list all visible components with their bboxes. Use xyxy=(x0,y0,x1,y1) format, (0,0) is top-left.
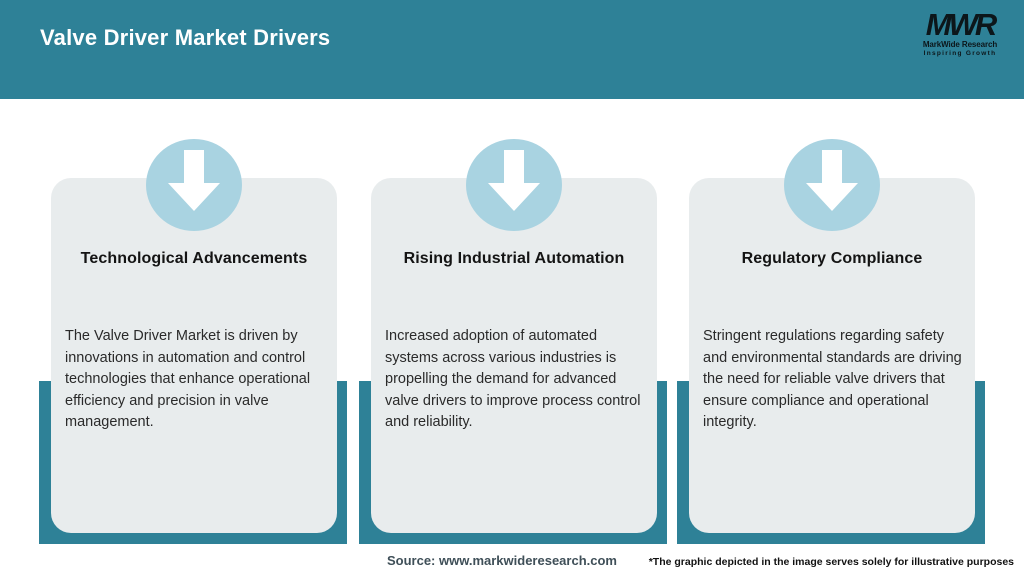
card-description: The Valve Driver Market is driven by inn… xyxy=(65,328,311,431)
driver-card: Rising Industrial Automation Increased a… xyxy=(371,178,657,533)
down-arrow-badge xyxy=(784,139,880,231)
card-description: Stringent regulations regarding safety a… xyxy=(703,328,962,431)
driver-card: Technological Advancements The Valve Dri… xyxy=(51,178,337,533)
card-description: Increased adoption of automated systems … xyxy=(385,328,641,431)
logo-tagline: Inspiring Growth xyxy=(923,50,997,57)
driver-column-regulatory-compliance: Regulatory Compliance Stringent regulati… xyxy=(677,0,985,576)
page-title: Valve Driver Market Drivers xyxy=(40,25,331,50)
driver-column-rising-industrial-automation: Rising Industrial Automation Increased a… xyxy=(359,0,667,576)
driver-card: Regulatory Compliance Stringent regulati… xyxy=(689,178,975,533)
source-text: Source: www.markwideresearch.com xyxy=(386,553,617,568)
disclaimer-text: *The graphic depicted in the image serve… xyxy=(648,556,1014,568)
down-arrow-icon xyxy=(806,150,858,211)
driver-column-technological-advancements: Technological Advancements The Valve Dri… xyxy=(39,0,347,576)
logo-name: MarkWide Research xyxy=(922,40,998,49)
card-title: Regulatory Compliance xyxy=(741,250,923,267)
logo-acronym: MWR xyxy=(925,7,997,42)
markwide-logo: MWR MarkWide Research Inspiring Growth xyxy=(920,7,1000,57)
down-arrow-icon xyxy=(488,150,540,211)
header-bar: Valve Driver Market Drivers MWR MarkWide… xyxy=(0,0,1024,99)
down-arrow-badge xyxy=(466,139,562,231)
card-title: Technological Advancements xyxy=(80,250,308,267)
down-arrow-badge xyxy=(146,139,242,231)
card-title: Rising Industrial Automation xyxy=(403,250,625,267)
down-arrow-icon xyxy=(168,150,220,211)
